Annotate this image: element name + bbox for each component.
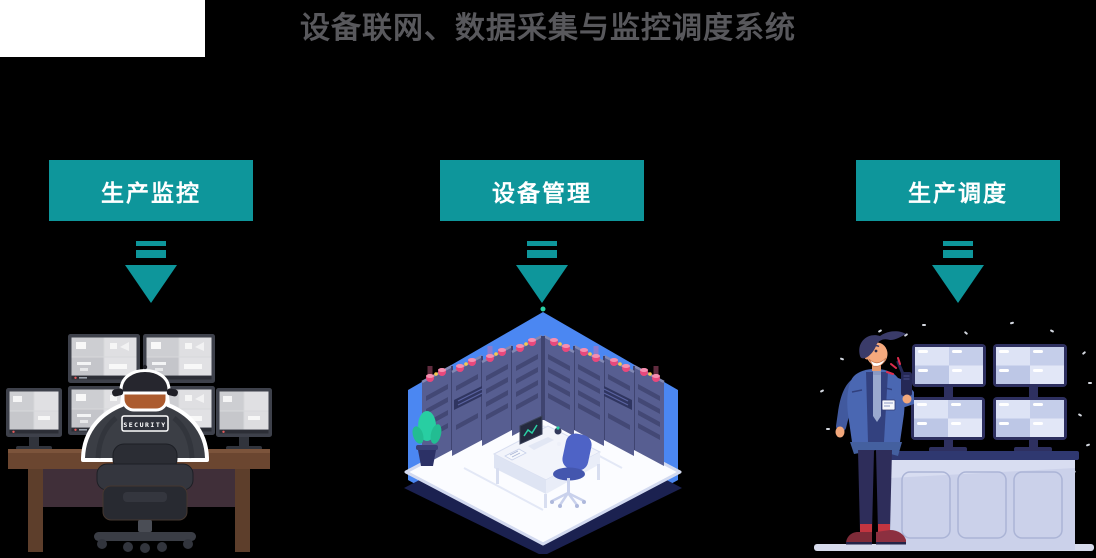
hand <box>902 394 912 404</box>
down-arrow-icon <box>932 241 984 303</box>
dispatcher-illustration <box>814 321 1094 551</box>
desk-chair <box>550 433 592 508</box>
paper-sheet <box>504 448 527 461</box>
security-operator-figure: SECURITY <box>81 364 209 462</box>
label-production-dispatch: 生产调度 <box>856 160 1060 221</box>
dispatch-monitor-wall <box>911 344 1067 452</box>
dispatcher-figure <box>835 331 914 545</box>
page-title: 设备联网、数据采集与监控调度系统 <box>300 12 796 45</box>
label-equipment-management: 设备管理 <box>440 160 644 221</box>
server-room-illustration <box>404 306 682 554</box>
label-text: 生产监控 <box>101 179 201 206</box>
label-text: 设备管理 <box>492 179 592 206</box>
label-text: 生产调度 <box>908 179 1008 206</box>
desktop-monitor <box>519 415 562 450</box>
security-operator-illustration: SECURITY <box>6 334 272 553</box>
plant-icon <box>412 411 442 466</box>
head <box>859 331 906 371</box>
radio-signal-sparks <box>886 357 901 375</box>
console-desk <box>886 451 1079 550</box>
id-badge <box>881 399 896 411</box>
top-left-white-panel <box>0 0 205 57</box>
label-production-monitoring: 生产监控 <box>49 160 253 221</box>
teal-speck <box>540 306 546 312</box>
down-arrow-icon <box>125 241 177 303</box>
smile <box>868 357 887 367</box>
down-arrow-icon <box>516 241 568 303</box>
security-badge: SECURITY <box>121 415 169 432</box>
hair <box>859 331 906 359</box>
security-badge-text: SECURITY <box>123 421 166 429</box>
tie <box>873 372 881 422</box>
security-cap <box>112 364 178 412</box>
confetti-specks <box>820 321 1092 473</box>
office-chair <box>94 443 196 553</box>
walkie-talkie-icon <box>886 357 912 396</box>
hand <box>835 426 845 438</box>
